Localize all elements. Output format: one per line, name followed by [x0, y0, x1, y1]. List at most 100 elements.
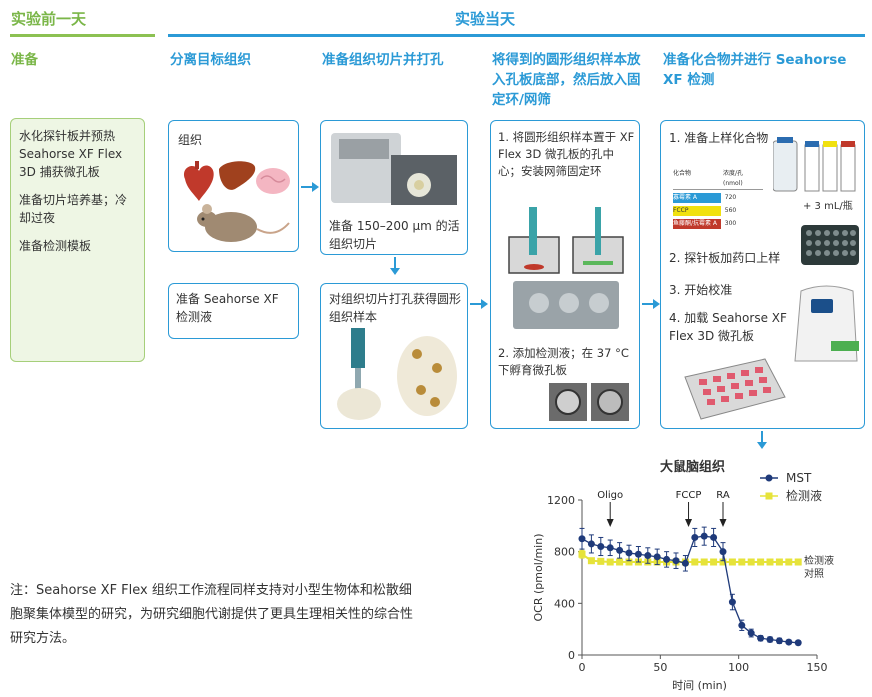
data-point: [691, 558, 699, 566]
day-of-header: 实验当天: [455, 10, 516, 28]
data-point: [738, 621, 746, 629]
legend-label: MST: [786, 471, 812, 485]
slice-label-2: 对组织切片打孔获得圆形组织样本: [329, 292, 462, 324]
y-tick-label: 800: [554, 546, 575, 559]
data-point: [775, 637, 783, 645]
data-point: [587, 540, 595, 548]
prep-box: 水化探针板并预热 Seahorse XF Flex 3D 捕获微孔板 准备切片培…: [10, 118, 145, 362]
data-point: [794, 639, 802, 647]
data-point: [625, 558, 633, 566]
arrow-place-to-compound: [642, 299, 660, 309]
series-line: [581, 535, 799, 644]
arrow-slice-to-place: [470, 299, 488, 309]
data-point: [728, 598, 736, 606]
data-point: [606, 544, 614, 552]
data-point: [757, 634, 765, 642]
assay-medium-box: 准备 Seahorse XF 检测液: [168, 283, 299, 339]
table-row-fccp: FCCP: [673, 206, 721, 216]
day-before-header: 实验前一天: [11, 10, 87, 28]
col-title-place: 将得到的圆形组织样本放入孔板底部，然后放入固定环/网筛: [492, 52, 641, 108]
data-point: [700, 558, 708, 566]
legend-marker: [765, 474, 773, 482]
compound-step-1: 1. 准备上样化合物: [669, 131, 769, 145]
mouse-icon: [197, 204, 290, 242]
arrow-to-chart: [757, 431, 767, 449]
table-header-conc: 浓度/孔 (nmol): [723, 170, 744, 187]
data-point: [719, 558, 727, 566]
day-before-bar: [10, 34, 155, 37]
x-tick-label: 0: [579, 661, 586, 674]
compound-table: 化合物 浓度/孔 (nmol) 寡霉素 A 720 FCCP 560 鱼藤酮/抗…: [673, 169, 763, 229]
data-point: [738, 558, 746, 566]
y-axis-label: OCR (pmol/min): [532, 534, 545, 622]
slice-box-1: 准备 150–200 μm 的活组织切片: [320, 120, 468, 255]
data-point: [747, 558, 755, 566]
isolate-box: 组织: [168, 120, 299, 252]
data-point: [578, 535, 586, 543]
x-axis-label: 时间 (min): [672, 679, 727, 692]
volume-label: + 3 mL/瓶: [803, 201, 853, 212]
data-point: [587, 557, 595, 565]
data-point: [663, 555, 671, 563]
y-tick-label: 0: [568, 649, 575, 662]
heart-icon: [183, 161, 214, 201]
place-step-1: 1. 将圆形组织样本置于 XF Flex 3D 微孔板的孔中心；安装网筛固定环: [498, 130, 635, 178]
seahorse-analyzer: [794, 285, 859, 362]
data-point: [710, 558, 718, 566]
data-point: [747, 629, 755, 637]
data-point: [672, 557, 680, 565]
data-point: [710, 533, 718, 541]
arrow-slice-down: [390, 257, 400, 275]
end-label: 检测液: [804, 554, 834, 567]
compound-step-3: 3. 开始校准: [669, 283, 733, 297]
liver-icon: [219, 161, 256, 190]
table-val-ra: 300: [724, 220, 737, 227]
assay-medium-label: 准备 Seahorse XF 检测液: [176, 292, 279, 324]
data-point: [606, 558, 614, 566]
data-point: [700, 532, 708, 540]
data-point: [597, 557, 605, 565]
compound-step-2: 2. 探针板加药口上样: [669, 251, 781, 265]
probe-plate: [801, 225, 859, 265]
arrow-isolate-to-slice: [301, 182, 319, 192]
x-tick-label: 100: [728, 661, 749, 674]
y-tick-label: 400: [554, 597, 575, 610]
compound-box: 1. 准备上样化合物 化合物 浓度/孔 (nmol) 寡霉素 A 720 FCC…: [660, 120, 865, 429]
data-point: [616, 546, 624, 554]
data-point: [766, 636, 774, 643]
table-val-fccp: 560: [724, 207, 737, 214]
prep-line-1: 水化探针板并预热 Seahorse XF Flex 3D 捕获微孔板: [19, 129, 123, 179]
table-header-compound: 化合物: [673, 170, 692, 177]
data-point: [785, 558, 793, 566]
data-point: [681, 559, 689, 567]
microscope-well-images: [549, 383, 629, 421]
annotation-label: RA: [716, 490, 730, 501]
vibratome-illustration: [331, 133, 457, 205]
slice-box-2: 对组织切片打孔获得圆形组织样本: [320, 283, 468, 429]
place-step-2: 2. 添加检测液；在 37 °C 下孵育微孔板: [498, 346, 629, 377]
annotation-label: Oligo: [597, 490, 623, 501]
data-point: [719, 548, 727, 556]
data-point: [766, 558, 774, 566]
data-point: [794, 558, 802, 566]
day-of-bar: [168, 34, 865, 37]
organs-illustration: [183, 161, 290, 242]
data-point: [616, 558, 624, 566]
prep-line-3: 准备检测模板: [19, 239, 92, 253]
col-title-isolate: 分离目标组织: [170, 52, 251, 68]
data-point: [634, 550, 642, 558]
col-title-compound: 准备化合物并进行 Seahorse XF 检测: [663, 52, 847, 88]
place-box: 1. 将圆形组织样本置于 XF Flex 3D 微孔板的孔中心；安装网筛固定环 …: [490, 120, 640, 429]
data-point: [691, 533, 699, 541]
series-line: [581, 553, 799, 563]
data-point: [644, 552, 652, 560]
footnote: 注：Seahorse XF Flex 组织工作流程同样支持对小型生物体和松散细胞…: [10, 583, 414, 646]
annotation-arrowhead: [685, 519, 693, 527]
xf-flex-3d-plate: [684, 358, 786, 420]
well-illustration: [508, 207, 624, 329]
isolate-label: 组织: [178, 133, 203, 147]
data-point: [597, 543, 605, 550]
end-label: 对照: [804, 567, 824, 580]
data-point: [775, 558, 783, 566]
